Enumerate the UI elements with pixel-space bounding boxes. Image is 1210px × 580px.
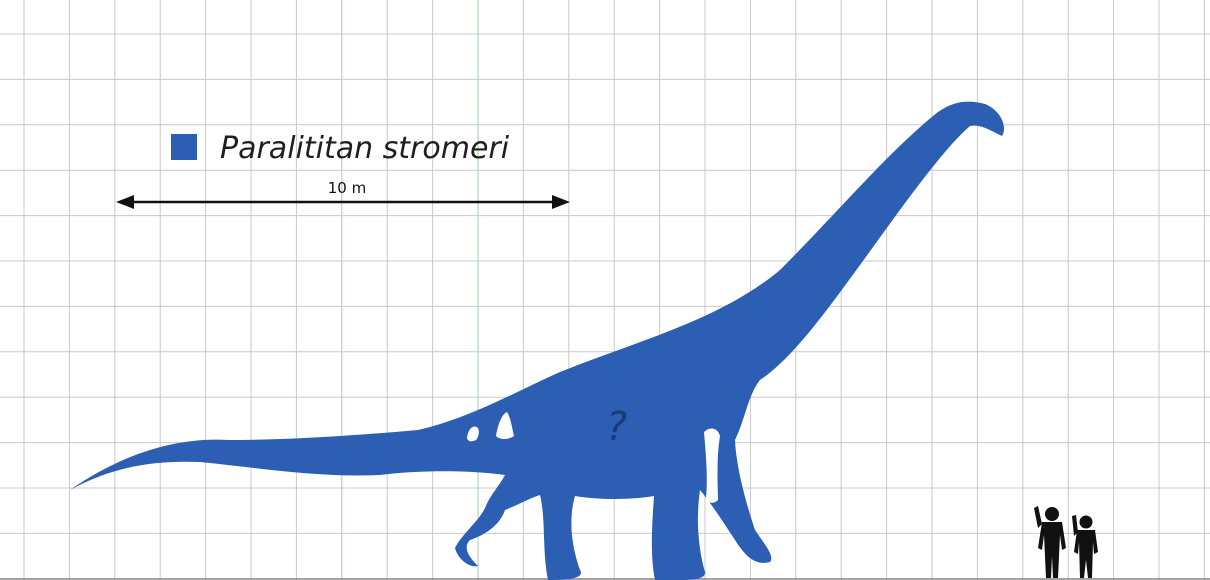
dinosaur-body <box>70 101 1005 580</box>
legend: Paralititan stromeri <box>171 131 510 166</box>
human-silhouette-1 <box>1034 506 1066 578</box>
fossil-bone-vertebra-1 <box>467 426 479 442</box>
human-silhouettes <box>1034 506 1098 578</box>
unknown-region-marker: ? <box>606 404 627 450</box>
legend-label: Paralititan stromeri <box>220 131 510 166</box>
fossil-bone-vertebra-2 <box>496 412 514 439</box>
scale-bar-left-arrow <box>116 195 134 209</box>
human-silhouette-2 <box>1072 515 1098 578</box>
scale-bar: 10 m <box>116 179 570 209</box>
scale-bar-label: 10 m <box>328 179 366 197</box>
legend-swatch <box>171 134 197 160</box>
fossil-bone-humerus <box>704 428 720 503</box>
scale-bar-right-arrow <box>552 195 570 209</box>
dinosaur-silhouette: ? <box>70 101 1005 580</box>
